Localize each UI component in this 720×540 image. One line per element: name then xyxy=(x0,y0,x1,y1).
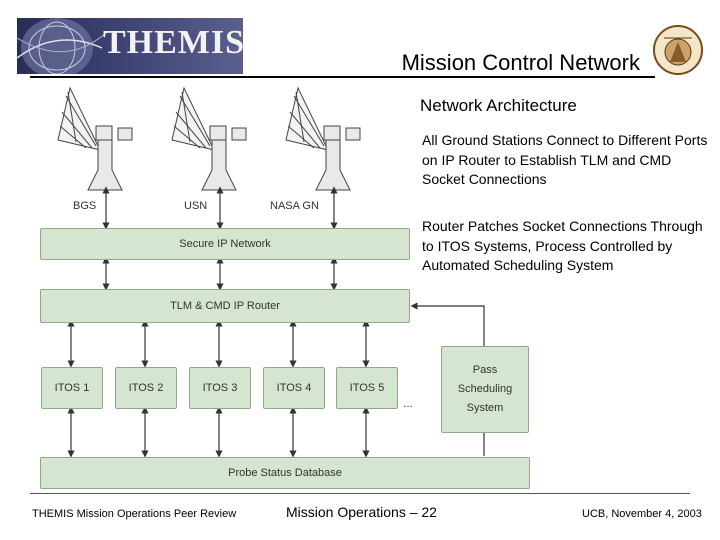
itos-box-1: ITOS 1 xyxy=(41,367,103,409)
pass-box-line-3: System xyxy=(466,402,504,414)
itos-ellipsis: ... xyxy=(403,396,414,410)
itos-box-4: ITOS 4 xyxy=(263,367,325,409)
pass-box-line-2: Scheduling xyxy=(457,383,513,395)
footer-left: THEMIS Mission Operations Peer Review xyxy=(32,508,237,520)
themis-seal-icon xyxy=(653,25,703,75)
secure-ip-network-bar: Secure IP Network xyxy=(40,228,410,260)
section-heading: Network Architecture xyxy=(420,96,577,115)
footer-right: UCB, November 4, 2003 xyxy=(582,508,702,520)
station-label-nasa-gn: NASA GN xyxy=(270,200,319,212)
antenna-usn-icon xyxy=(171,86,247,191)
antenna-nasa-gn-icon xyxy=(285,86,361,191)
station-label-bgs: BGS xyxy=(73,200,97,212)
paragraph-router-patches: Router Patches Socket Connections Throug… xyxy=(422,218,703,273)
tlm-cmd-router-bar: TLM & CMD IP Router xyxy=(40,289,410,323)
itos-box-2: ITOS 2 xyxy=(115,367,177,409)
logo-text: THEMIS xyxy=(103,24,243,61)
globe-icon xyxy=(17,18,108,74)
page-title: Mission Control Network xyxy=(401,50,640,75)
header-divider xyxy=(30,76,655,78)
probe-status-database-bar: Probe Status Database xyxy=(40,457,530,489)
footer-divider xyxy=(30,493,690,494)
pass-box-line-1: Pass xyxy=(472,364,498,376)
pass-scheduling-system-box: Pass Scheduling System xyxy=(441,346,529,433)
station-label-usn: USN xyxy=(184,200,208,212)
itos-box-3: ITOS 3 xyxy=(189,367,251,409)
itos-box-5: ITOS 5 xyxy=(336,367,398,409)
paragraph-ground-stations: All Ground Stations Connect to Different… xyxy=(422,132,708,187)
themis-logo: THEMIS xyxy=(17,18,243,74)
footer-center: Mission Operations – 22 xyxy=(286,504,437,520)
antenna-bgs-icon xyxy=(57,86,133,191)
